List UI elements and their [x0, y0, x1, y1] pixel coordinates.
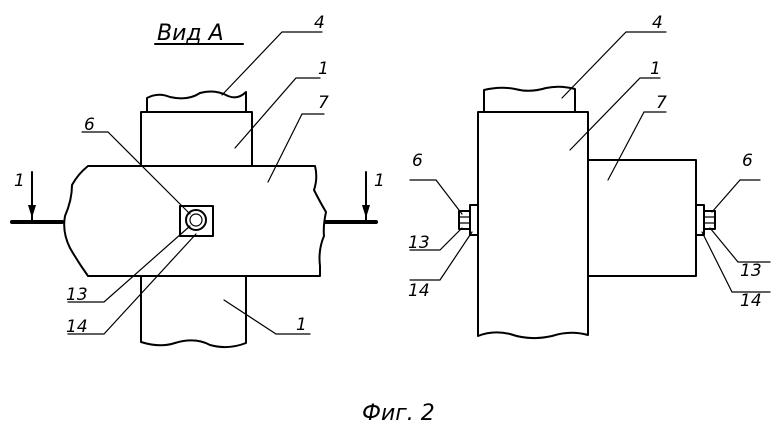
label-bolt-left: 6 — [84, 115, 95, 135]
label-bracket-left: 7 — [318, 93, 329, 113]
rail-part-left — [147, 92, 246, 112]
support-lower-left — [141, 276, 246, 347]
nut-right-a — [459, 211, 470, 229]
label-washer-right-a: 14 — [408, 281, 430, 301]
section-label-left: 1 — [14, 171, 25, 191]
leader-rail-left — [222, 32, 322, 95]
support-right — [478, 112, 588, 338]
nut-right-b — [704, 211, 715, 229]
label-bolt-right-a: 6 — [412, 151, 423, 171]
label-support-left: 1 — [318, 59, 329, 79]
view-a: Вид А 1 1 4 1 7 6 13 — [12, 13, 385, 347]
leader-bracket-right — [608, 112, 666, 180]
label-washer-right-b: 14 — [740, 291, 762, 311]
section-mark-left-arrowhead — [28, 205, 36, 218]
bracket-left — [64, 166, 326, 276]
label-rail-left: 4 — [314, 13, 325, 33]
rail-part-right — [484, 87, 575, 112]
label-washer-left: 14 — [66, 317, 88, 337]
washer-plate-right-a — [470, 205, 478, 235]
view-title: Вид А — [157, 21, 224, 46]
label-support-right: 1 — [650, 59, 661, 79]
leader-nut-right-b — [710, 228, 770, 262]
label-bolt-right-b: 6 — [742, 151, 753, 171]
washer-plate-right-b — [696, 205, 704, 235]
label-nut-right-a: 13 — [408, 233, 430, 253]
figure-caption: Фиг. 2 — [362, 401, 435, 426]
side-view: 4 1 7 6 13 14 6 13 14 — [408, 13, 770, 338]
label-bracket-right: 7 — [656, 93, 667, 113]
label-nut-right-b: 13 — [740, 261, 762, 281]
label-nut-left: 13 — [66, 285, 88, 305]
section-mark-right-arrowhead — [362, 205, 370, 218]
support-upper-left — [141, 112, 252, 166]
label-support-lower-left: 1 — [296, 315, 307, 335]
leader-bolt-right-b — [712, 180, 760, 212]
section-label-right: 1 — [374, 171, 385, 191]
leader-bolt-right-a — [410, 180, 462, 214]
bracket-right — [588, 160, 696, 276]
label-rail-right: 4 — [652, 13, 663, 33]
